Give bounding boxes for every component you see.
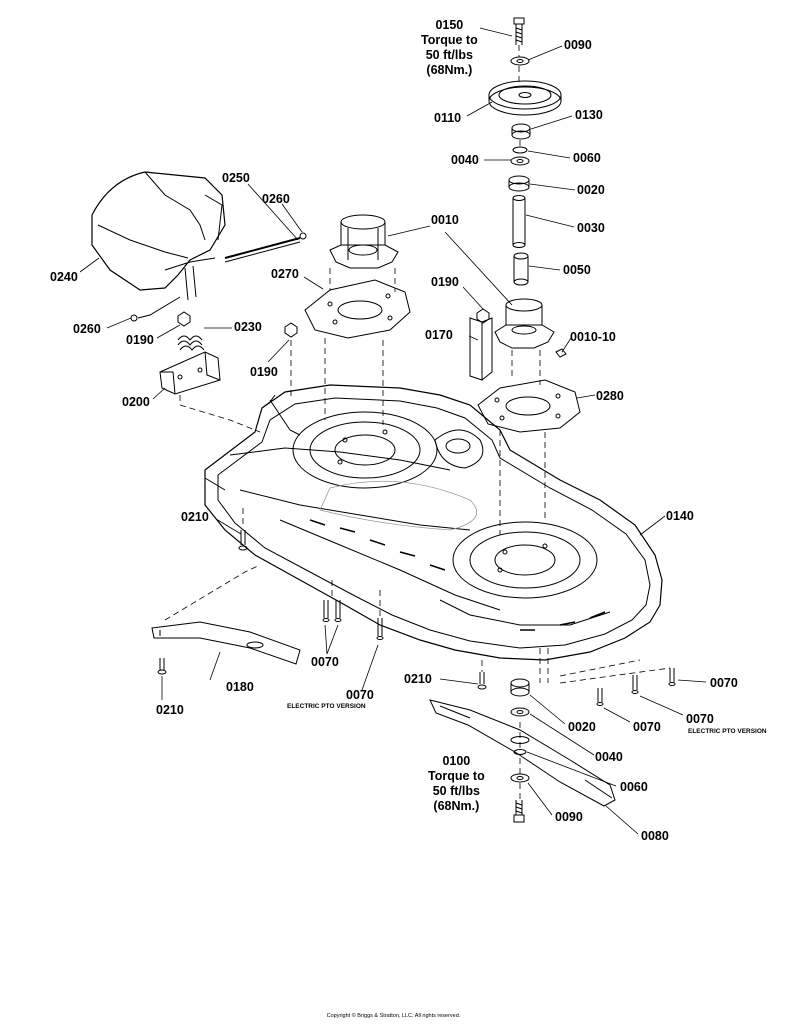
screw-0070-pto-right — [631, 675, 639, 694]
callout-0100-metric: (68Nm.) — [433, 799, 480, 813]
screw-0210-left — [238, 530, 248, 551]
callout-0010-10: 0010-10 — [570, 330, 616, 344]
bearing-0020-top — [508, 175, 530, 192]
callout-0260-top: 0260 — [262, 192, 290, 206]
callout-0030: 0030 — [577, 221, 605, 235]
spindle-shaft-0030 — [512, 195, 526, 248]
callout-0100-number: 0100 — [442, 754, 471, 768]
screw-0070-mid — [596, 688, 604, 706]
callout-0130: 0130 — [575, 108, 603, 122]
washer-0060-top — [512, 146, 528, 154]
callout-0070-pto-left: 0070 — [346, 688, 374, 702]
washer-0060-bottom — [513, 749, 527, 755]
washer-0040-bottom — [510, 707, 530, 717]
bushing-0130 — [511, 123, 531, 140]
bolt-0010-10 — [555, 348, 567, 358]
callout-0040-top: 0040 — [451, 153, 479, 167]
callout-0020-top: 0020 — [577, 183, 605, 197]
callout-0150-number: 0150 — [435, 18, 464, 32]
mower-deck-housing — [204, 384, 663, 661]
callout-0110: 0110 — [434, 111, 462, 125]
leader-lines — [79, 27, 707, 835]
callout-0080: 0080 — [641, 829, 669, 843]
callout-0020-bottom: 0020 — [568, 720, 596, 734]
callout-0260-left: 0260 — [73, 322, 101, 336]
pin-0260-left — [130, 314, 138, 322]
callout-0210-right: 0210 — [404, 672, 432, 686]
mounting-plate-0280 — [477, 379, 581, 433]
spindle-mounting-plate-0270 — [304, 279, 411, 339]
bracket-0170 — [469, 317, 493, 381]
callout-0090-bottom: 0090 — [555, 810, 583, 824]
nut-0190-left — [177, 311, 191, 327]
spring-0230 — [177, 335, 205, 351]
callout-0100-torque: Torque to — [428, 769, 485, 783]
screw-0070-right — [668, 668, 676, 686]
chute-rod-0250 — [224, 237, 301, 263]
electric-pto-note-right: ELECTRIC PTO VERSION — [688, 728, 767, 735]
screws-0070-left — [322, 600, 342, 622]
callout-0150-torque: Torque to — [421, 33, 478, 47]
left-spindle-housing — [329, 214, 399, 269]
callout-0280: 0280 — [596, 389, 624, 403]
electric-pto-note-left: ELECTRIC PTO VERSION — [287, 703, 366, 710]
callout-0190-mid: 0190 — [431, 275, 459, 289]
callout-0190-center: 0190 — [250, 365, 278, 379]
callout-0150: 0150 Torque to 50 ft/lbs (68Nm.) — [421, 18, 478, 78]
callout-0180: 0180 — [226, 680, 254, 694]
right-spindle-housing — [494, 298, 555, 349]
callout-0190-left: 0190 — [126, 333, 154, 347]
callout-0100-value: 50 ft/lbs — [432, 784, 480, 798]
callout-0060-bottom: 0060 — [620, 780, 648, 794]
callout-0070-pto-right: 0070 — [686, 712, 714, 726]
callout-0240: 0240 — [50, 270, 78, 284]
bearing-0020-bottom — [510, 678, 530, 697]
callout-0050: 0050 — [563, 263, 591, 277]
screw-0210-bottom — [157, 658, 167, 675]
spindle-bolt-0150 — [513, 17, 525, 45]
washer-0040-top — [510, 156, 530, 166]
nut-0190-center — [284, 322, 298, 338]
callout-0230: 0230 — [234, 320, 262, 334]
callout-0070-right: 0070 — [710, 676, 738, 690]
callout-0070-mid: 0070 — [633, 720, 661, 734]
callout-0100: 0100 Torque to 50 ft/lbs (68Nm.) — [428, 754, 485, 814]
screw-0070-pto-left — [376, 618, 384, 640]
callout-0010: 0010 — [431, 213, 459, 227]
callout-0270: 0270 — [271, 267, 299, 281]
callout-0090-top: 0090 — [564, 38, 592, 52]
blade-0180 — [151, 621, 301, 665]
bracket-0200 — [159, 351, 221, 395]
alignment-lines — [164, 45, 671, 800]
callout-0150-value: 50 ft/lbs — [425, 48, 473, 62]
screw-0210-right — [477, 672, 487, 690]
spindle-bolt-0100 — [513, 800, 525, 823]
blade-0080 — [429, 699, 616, 807]
callout-0060-top: 0060 — [573, 151, 601, 165]
callout-0070-left: 0070 — [311, 655, 339, 669]
callout-0150-metric: (68Nm.) — [426, 63, 473, 77]
callout-0200: 0200 — [122, 395, 150, 409]
pin-0260-top — [299, 232, 307, 240]
callout-0170: 0170 — [425, 328, 453, 342]
washer-0090-top — [510, 56, 530, 66]
discharge-chute-0240 — [91, 171, 226, 319]
spacer-0050 — [513, 252, 529, 286]
copyright-notice: Copyright © Briggs & Stratton, LLC. All … — [326, 1013, 461, 1019]
callout-0210-left: 0210 — [181, 510, 209, 524]
callout-0250: 0250 — [222, 171, 250, 185]
callout-0040-bottom: 0040 — [595, 750, 623, 764]
callout-0210-bottom: 0210 — [156, 703, 184, 717]
pulley-0110 — [488, 80, 562, 116]
washer-0090-bottom — [510, 773, 530, 783]
callout-0140: 0140 — [666, 509, 694, 523]
